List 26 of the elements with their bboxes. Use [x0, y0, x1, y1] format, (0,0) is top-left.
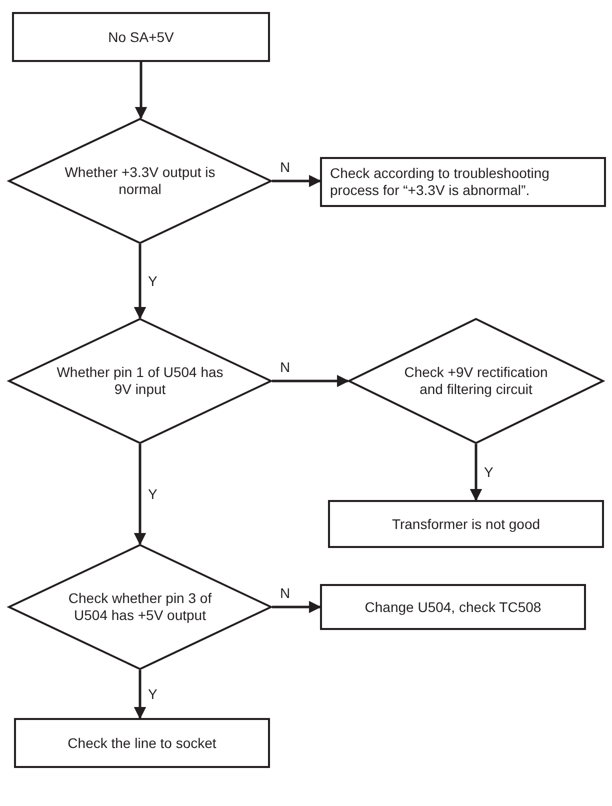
edge-label: Y: [146, 486, 160, 502]
node-text: Check according to troubleshooting process for “+3.3V is abnormal”.: [330, 165, 550, 199]
node-text: Check +9V rectification and filtering circuit: [403, 364, 549, 398]
process-box: [328, 500, 604, 548]
node-text: Whether pin 1 of U504 has 9V input: [56, 364, 224, 398]
edge-label: Y: [482, 464, 496, 480]
arrow: [134, 670, 146, 720]
process-box: [320, 157, 606, 207]
arrow: [272, 174, 322, 188]
node-text: Check whether pin 3 of U504 has +5V output: [67, 590, 213, 624]
edge-label: Y: [146, 686, 160, 702]
arrow: [134, 62, 148, 120]
process-box: [14, 718, 270, 768]
node-text: Transformer is not good: [392, 516, 540, 532]
node-text: Check the line to socket: [68, 734, 216, 752]
arrow: [134, 444, 146, 546]
process-box: [12, 12, 270, 62]
process-box: [320, 584, 586, 630]
arrow: [272, 600, 322, 614]
node-text: Change U504, check TC508: [364, 598, 542, 616]
node-text: No SA+5V: [108, 28, 174, 46]
node-text: Whether +3.3V output is normal: [64, 164, 216, 198]
edge-label: Y: [146, 273, 160, 289]
arrow: [272, 374, 350, 388]
arrow: [470, 444, 482, 502]
arrow: [134, 244, 146, 320]
